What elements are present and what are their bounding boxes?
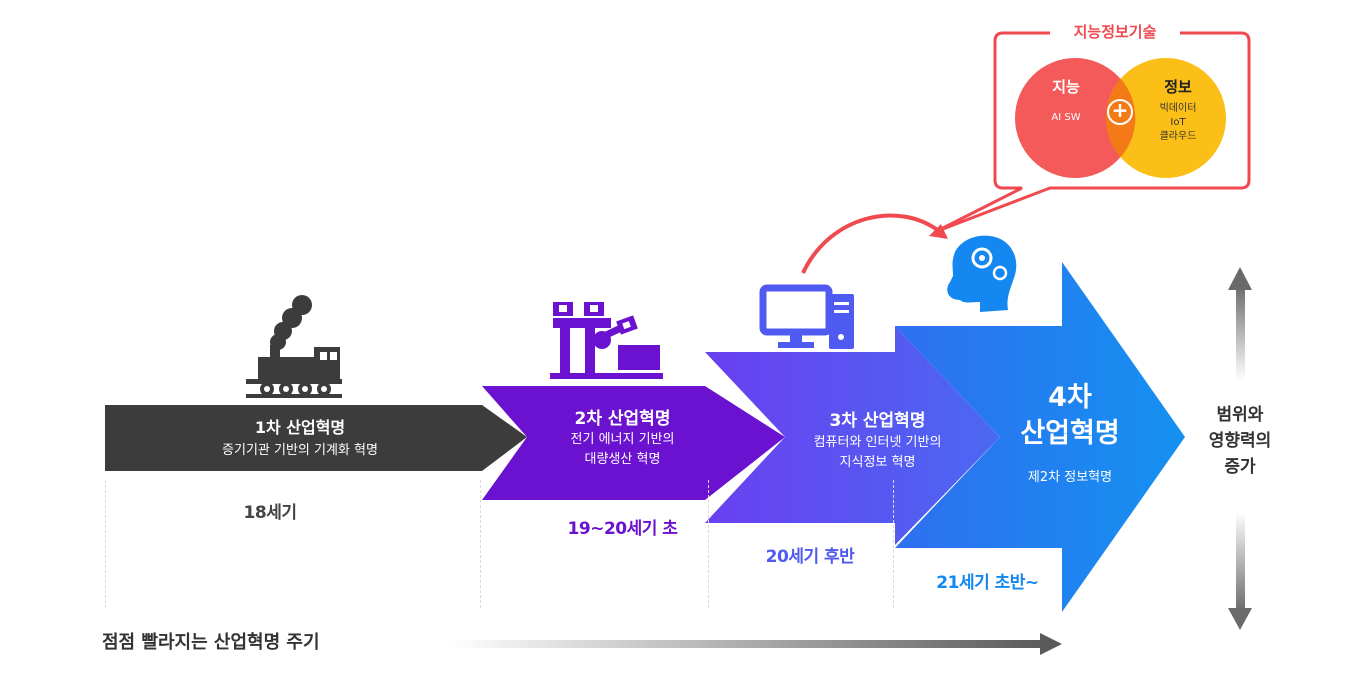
bottom-arrow-shaft [448,640,1044,648]
factory-robot-icon [550,302,663,379]
intelligence-sub: AI SW [1051,112,1081,123]
stage2-era: 19~20세기 초 [567,519,678,539]
divider-line [708,480,709,608]
bottom-arrow-head [1040,633,1062,655]
side-label-line: 범위와 [1216,405,1264,425]
intelligence-title: 지능 [1052,78,1080,96]
divider-line [480,480,481,608]
stage1-arrow [105,405,527,471]
stage1-title: 1차 산업혁명 [254,418,346,437]
callout-title: 지능정보기술 [1056,21,1174,42]
stage1-desc: 증기기관 기반의 기계화 혁명 [222,443,378,458]
up-arrow-head [1228,267,1252,290]
information-line: 빅데이터 [1159,103,1197,114]
down-arrow-head [1228,608,1252,630]
stage2-title: 2차 산업혁명 [574,409,671,429]
plus-sign: + [1111,98,1129,122]
information-lines: 빅데이터 IoT 클라우드 [1146,102,1210,144]
stage2-desc: 전기 에너지 기반의 대량생산 혁명 [540,430,705,470]
information-circle [1106,58,1226,178]
divider-line [893,480,894,608]
stage3-desc-line: 컴퓨터와 인터넷 기반의 [813,435,942,450]
stage3-era: 20세기 후반 [765,547,855,567]
stage1-era: 18세기 [243,503,297,523]
curved-arrow [801,213,942,274]
divider-line [105,480,106,608]
plus-badge [1107,99,1133,125]
stage4-title-line: 4차 [1048,382,1092,413]
head-gears-icon [947,235,1017,312]
side-label-line: 증가 [1224,457,1256,477]
stage3-desc: 컴퓨터와 인터넷 기반의 지식정보 혁명 [790,433,965,473]
side-label: 범위와 영향력의 증가 [1190,402,1290,480]
stage3-arrow [705,326,1000,545]
information-title: 정보 [1164,78,1192,96]
stage4-era: 21세기 초반~ [936,573,1039,593]
information-line: 클라우드 [1159,131,1197,142]
stage4-arrow [895,262,1185,612]
side-label-line: 영향력의 [1208,431,1272,451]
stage4-title: 4차 산업혁명 [990,380,1150,452]
intelligence-circle [1015,58,1135,178]
down-arrow-shaft [1236,512,1245,612]
computer-icon [759,284,854,349]
information-line: IoT [1170,117,1186,128]
stage3-title: 3차 산업혁명 [829,411,926,431]
stage2-arrow [482,386,785,500]
stage3-desc-line: 지식정보 혁명 [839,455,916,470]
stage2-desc-line: 대량생산 혁명 [584,452,661,467]
bottom-label: 점점 빨라지는 산업혁명 주기 [102,632,320,653]
stage4-title-line: 산업혁명 [1020,418,1120,449]
train-icon [246,295,342,398]
stage4-desc: 제2차 정보혁명 [1027,470,1113,485]
stage2-desc-line: 전기 에너지 기반의 [570,432,675,447]
up-arrow-shaft [1236,285,1245,380]
